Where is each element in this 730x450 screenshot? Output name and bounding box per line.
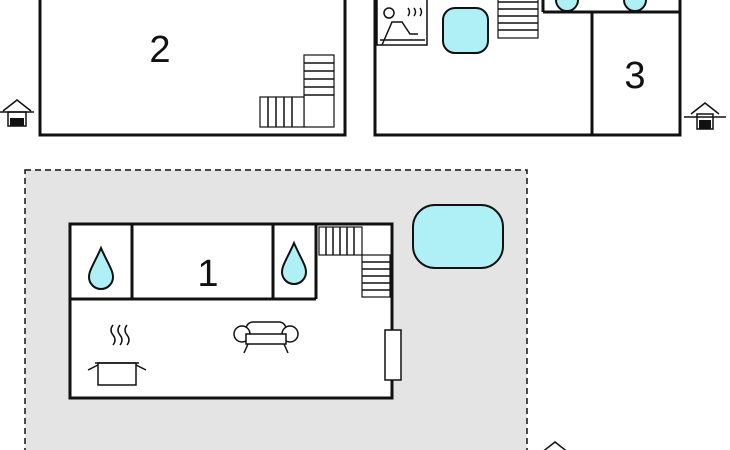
door-icon [384, 329, 402, 381]
sink-icon [555, 0, 579, 12]
stairs-icon [497, 0, 539, 39]
floor-ground: 1 [68, 222, 402, 400]
floor-upper-left: 2 [38, 0, 347, 137]
stairs-icon [318, 226, 391, 298]
house-entrance-icon [543, 441, 567, 450]
jacuzzi-icon [442, 7, 489, 54]
shower-icon [280, 240, 308, 285]
room-label-3: 3 [624, 55, 645, 97]
house-entrance-icon [0, 99, 34, 127]
shower-icon [87, 245, 115, 290]
sauna-icon [376, 0, 428, 46]
room-2-walls [38, 0, 347, 137]
room-label-2: 2 [149, 29, 170, 71]
stairs-icon [259, 54, 335, 128]
sink-icon [623, 0, 647, 12]
cooking-pot-icon [87, 324, 147, 386]
swimming-pool-icon [412, 204, 504, 269]
room-label-1: 1 [197, 253, 218, 295]
house-entrance-icon [684, 102, 726, 130]
armchair-icon [233, 321, 299, 354]
room-3-walls [373, 0, 682, 137]
floor-upper-right: 3 [373, 0, 682, 137]
